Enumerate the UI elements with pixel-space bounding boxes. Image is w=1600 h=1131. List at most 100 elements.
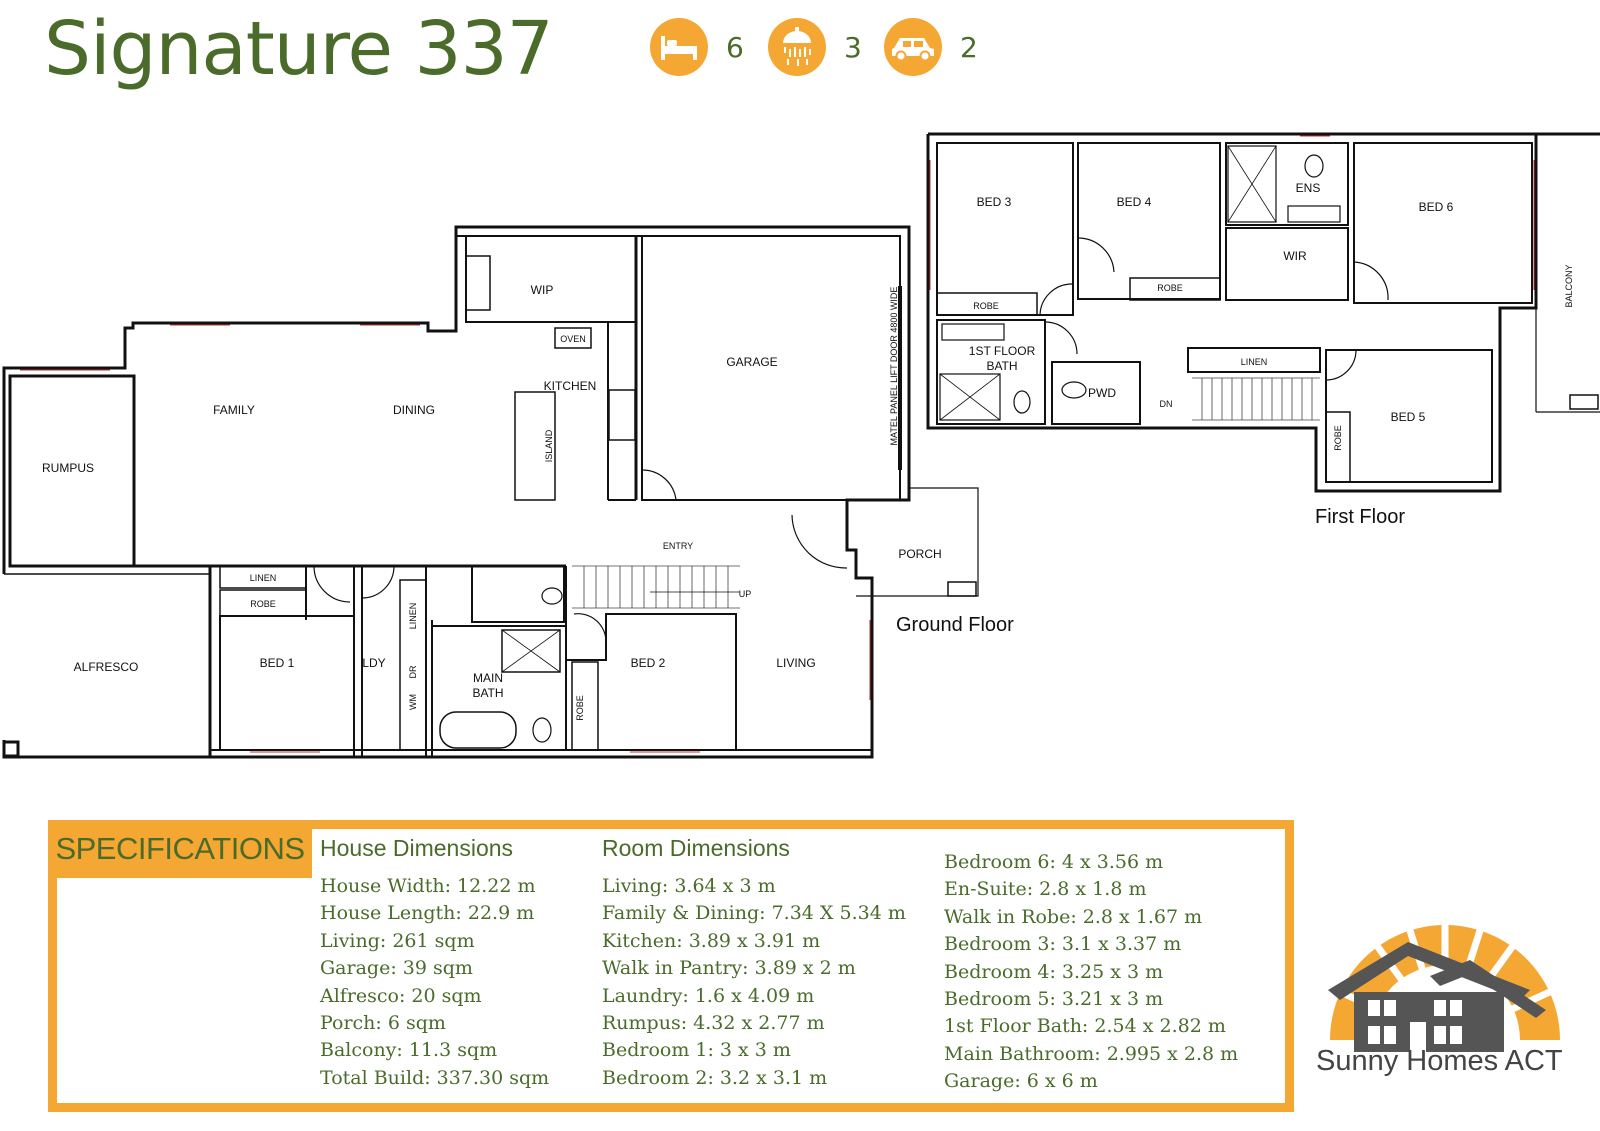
label-dining: DINING bbox=[393, 403, 435, 417]
label-living: LIVING bbox=[776, 656, 815, 670]
sun-icon bbox=[1330, 925, 1560, 1040]
house-dimensions-header: House Dimensions bbox=[320, 835, 514, 861]
bed4-room bbox=[1077, 142, 1221, 300]
label-wm: WM bbox=[408, 694, 418, 710]
wip-room bbox=[465, 235, 637, 323]
spec-item: Family & Dining: 7.34 X 5.34 m bbox=[602, 902, 906, 925]
label-balcony: BALCONY bbox=[1564, 264, 1574, 307]
first-floor-label: First Floor bbox=[1315, 506, 1405, 528]
bed2-room bbox=[565, 613, 737, 750]
bed1-room bbox=[219, 615, 355, 751]
spec-item: Balcony: 11.3 sqm bbox=[320, 1039, 498, 1062]
wir-room bbox=[1225, 227, 1349, 301]
spec-item: House Length: 22.9 m bbox=[320, 902, 535, 925]
ground-floor-plan bbox=[2, 225, 979, 759]
bed-icon bbox=[650, 18, 708, 76]
label-dn: DN bbox=[1160, 399, 1173, 409]
spec-item: Main Bathroom: 2.995 x 2.8 m bbox=[944, 1042, 1239, 1065]
label-robe2: ROBE bbox=[575, 695, 585, 721]
label-wip: WIP bbox=[531, 283, 554, 297]
logo-text: Sunny Homes ACT bbox=[1316, 1045, 1563, 1077]
stairs-first bbox=[1192, 377, 1320, 421]
bed6-room bbox=[1353, 142, 1533, 304]
bedroom-count: 6 bbox=[726, 30, 744, 64]
label-ldy: LDY bbox=[362, 656, 385, 670]
ground-floor-label: Ground Floor bbox=[896, 614, 1014, 636]
spec-item: Walk in Pantry: 3.89 x 2 m bbox=[602, 957, 856, 980]
label-linen: LINEN bbox=[250, 573, 277, 583]
bathroom-count: 3 bbox=[844, 30, 862, 64]
robe-bed3 bbox=[936, 292, 1038, 316]
car-icon bbox=[884, 18, 942, 76]
stairs-ground bbox=[572, 565, 740, 609]
house-dimensions-column: House Dimensions House Width: 12.22 m Ho… bbox=[320, 832, 549, 1092]
spec-item: Laundry: 1.6 x 4.09 m bbox=[602, 984, 815, 1007]
spec-item: Bedroom 4: 3.25 x 3 m bbox=[944, 960, 1164, 983]
powder-room bbox=[471, 565, 565, 623]
spec-item: Living: 3.64 x 3 m bbox=[602, 875, 776, 897]
garage-count: 2 bbox=[960, 30, 978, 64]
ground-windows bbox=[20, 324, 871, 753]
room-dimensions-column: Room Dimensions Living: 3.64 x 3 m Famil… bbox=[602, 832, 906, 1092]
pwd-room bbox=[1051, 361, 1141, 425]
shower bbox=[501, 629, 561, 673]
porch-outline bbox=[856, 487, 979, 597]
bedrooms-feature: 6 bbox=[650, 17, 744, 77]
label-island: ISLAND bbox=[544, 429, 554, 462]
label-oven: OVEN bbox=[560, 334, 586, 344]
sunny-homes-logo bbox=[1328, 910, 1560, 1052]
toilet bbox=[532, 717, 552, 743]
spec-item: Bedroom 3: 3.1 x 3.37 m bbox=[944, 933, 1182, 956]
room-dimensions-header: Room Dimensions bbox=[602, 835, 790, 861]
spec-item: Rumpus: 4.32 x 2.77 m bbox=[602, 1012, 825, 1035]
spec-item: Bedroom 2: 3.2 x 3.1 m bbox=[602, 1066, 828, 1089]
label-bed4: BED 4 bbox=[1117, 195, 1152, 209]
spec-item: Walk in Robe: 2.8 x 1.67 m bbox=[944, 905, 1203, 928]
spec-item: Garage: 39 sqm bbox=[320, 957, 473, 980]
label-kitchen: KITCHEN bbox=[544, 379, 597, 393]
spec-item: Total Build: 337.30 sqm bbox=[320, 1066, 550, 1089]
spec-item: Kitchen: 3.89 x 3.91 m bbox=[602, 929, 821, 952]
label-bed5: BED 5 bbox=[1391, 410, 1426, 424]
spec-item: Bedroom 5: 3.21 x 3 m bbox=[944, 988, 1164, 1011]
page-title: Signature 337 bbox=[44, 6, 554, 92]
first-bath-room bbox=[936, 319, 1046, 425]
first-floor-plan bbox=[926, 132, 1600, 493]
label-pwd: PWD bbox=[1088, 386, 1116, 400]
rumpus-room bbox=[8, 374, 136, 568]
garage-feature: 2 bbox=[884, 17, 978, 77]
label-bed3: BED 3 bbox=[977, 195, 1012, 209]
island bbox=[514, 391, 556, 501]
label-up: UP bbox=[739, 589, 752, 599]
label-main-bath-2: BATH bbox=[472, 686, 503, 700]
ensuite-room bbox=[1225, 142, 1349, 226]
label-ens: ENS bbox=[1296, 181, 1321, 195]
label-rumpus: RUMPUS bbox=[42, 461, 94, 475]
robe-bed4 bbox=[1129, 277, 1221, 301]
spec-item: Alfresco: 20 sqm bbox=[320, 984, 482, 1007]
bed3-room bbox=[936, 142, 1074, 316]
label-robe1: ROBE bbox=[250, 599, 276, 609]
label-linen2: LINEN bbox=[408, 603, 418, 630]
label-family: FAMILY bbox=[213, 403, 255, 417]
linen-first bbox=[1187, 347, 1321, 373]
label-porch: PORCH bbox=[898, 547, 941, 561]
label-entry: ENTRY bbox=[663, 541, 693, 551]
label-alfresco: ALFRESCO bbox=[74, 660, 139, 674]
sink bbox=[465, 255, 491, 311]
room-dimensions-column-2: Bedroom 6: 4 x 3.56 m En-Suite: 2.8 x 1.… bbox=[944, 849, 1238, 1096]
label-garage-door: MATEL PANEL LIFT DOOR 4800 WIDE bbox=[889, 287, 899, 446]
shower-icon bbox=[768, 18, 826, 76]
label-bed1: BED 1 bbox=[260, 656, 295, 670]
label-bed6: BED 6 bbox=[1419, 200, 1454, 214]
ground-outer-wall bbox=[2, 225, 911, 759]
label-dr: DR bbox=[408, 665, 418, 678]
label-bath-1: 1ST FLOOR bbox=[969, 344, 1036, 358]
spec-item: Porch: 6 sqm bbox=[320, 1012, 446, 1035]
ensuite-shower bbox=[1227, 145, 1277, 223]
label-main-bath-1: MAIN bbox=[473, 671, 503, 685]
label-bed2: BED 2 bbox=[631, 656, 666, 670]
cooktop bbox=[608, 389, 636, 441]
spec-item: En-Suite: 2.8 x 1.8 m bbox=[944, 878, 1147, 901]
oven-box bbox=[554, 327, 592, 349]
